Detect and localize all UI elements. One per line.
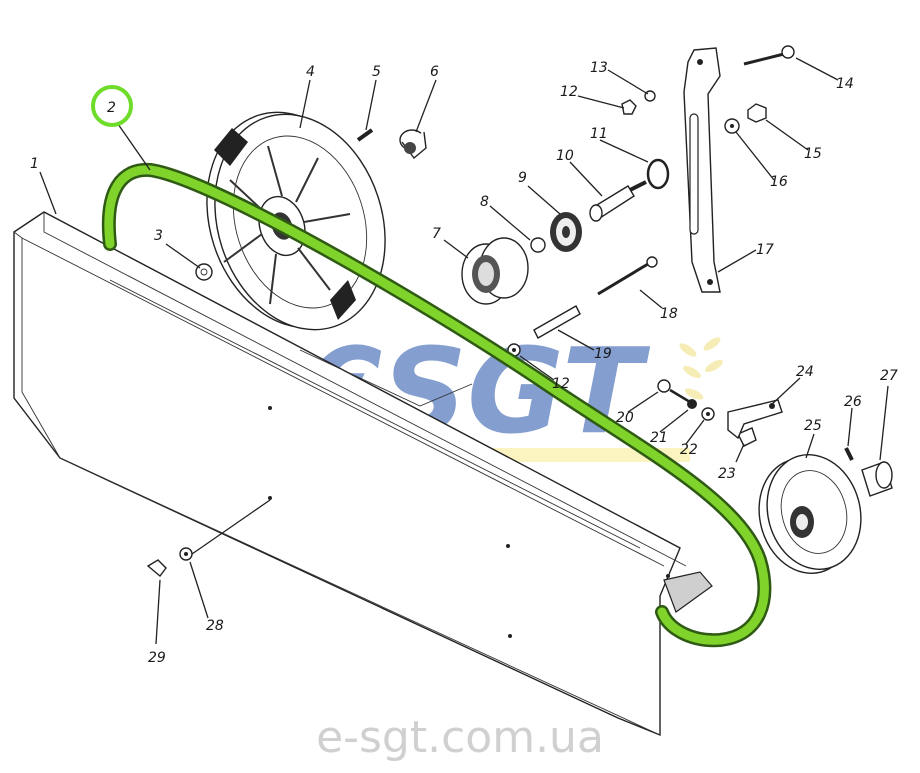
label-part-20: 20	[616, 410, 634, 426]
label-part-27: 27	[880, 368, 898, 384]
label-part-24: 24	[796, 364, 814, 380]
label-part-22: 22	[680, 442, 698, 458]
label-part-12-mid: 12	[552, 376, 570, 392]
label-part-17: 17	[756, 242, 774, 258]
part-labels: 1 2 3 4 5 6 7 8 9 10 11 12 13 14 15 16 1…	[30, 60, 898, 666]
label-part-12-top: 12	[560, 84, 578, 100]
label-part-15: 15	[804, 146, 822, 162]
label-part-2: 2	[107, 100, 116, 116]
part-28-washer	[179, 547, 193, 561]
belt-highlight	[104, 165, 769, 645]
label-part-26: 26	[844, 394, 862, 410]
label-part-29: 29	[148, 650, 166, 666]
label-part-5: 5	[372, 64, 381, 80]
label-part-16: 16	[770, 174, 788, 190]
part-19-sleeve	[533, 305, 581, 339]
label-part-6: 6	[430, 64, 439, 80]
wheat-right-icon	[679, 337, 723, 400]
label-part-4: 4	[306, 64, 315, 80]
part-8-snap-ring	[530, 237, 546, 253]
label-part-14: 14	[836, 76, 854, 92]
part-4-large-pulley	[206, 111, 386, 331]
label-part-3: 3	[154, 228, 163, 244]
part-20-bolt	[657, 379, 691, 404]
part-25-small-pulley	[758, 454, 862, 574]
label-part-8: 8	[480, 194, 489, 210]
label-part-13: 13	[590, 60, 608, 76]
label-part-9: 9	[518, 170, 527, 186]
part-16-washer	[724, 118, 740, 134]
label-part-18: 18	[660, 306, 678, 322]
part-15-nut	[747, 103, 767, 123]
part-9-ball-bearing	[550, 212, 582, 252]
part-6-bushing	[399, 129, 427, 160]
part-5-pin	[356, 128, 374, 142]
label-part-19: 19	[594, 346, 612, 362]
part-12-nut-top	[621, 99, 637, 115]
part-11-circlip	[646, 158, 670, 190]
part-29-wing-nut	[146, 559, 167, 578]
part-7-bearing-housing	[461, 237, 529, 305]
part-2-v-belt	[101, 162, 772, 648]
part-27-bushing	[861, 461, 893, 497]
part-23-clip	[737, 427, 757, 447]
part-18-long-bolt	[597, 256, 658, 296]
leader-lines	[39, 57, 889, 645]
part-26-key	[844, 447, 854, 461]
part-14-bolt	[743, 45, 795, 66]
label-part-7: 7	[432, 226, 441, 242]
label-part-21: 21	[650, 430, 668, 446]
label-part-23: 23	[718, 466, 736, 482]
part-21-washer	[687, 399, 697, 409]
part-17-adjuster-bracket	[683, 47, 721, 293]
label-part-25: 25	[804, 418, 822, 434]
watermark-url: e-sgt.com.ua	[316, 712, 604, 763]
label-part-28: 28	[206, 618, 224, 634]
label-part-1: 1	[30, 156, 39, 172]
part-24-bracket	[727, 399, 783, 440]
label-part-10: 10	[556, 148, 574, 164]
part-10-shaft	[589, 180, 647, 222]
part-22-washer	[701, 407, 715, 421]
highlight-ring	[91, 85, 133, 127]
housing-corner-insert	[663, 571, 713, 613]
part-1-housing	[13, 211, 713, 737]
label-part-11: 11	[590, 126, 608, 142]
